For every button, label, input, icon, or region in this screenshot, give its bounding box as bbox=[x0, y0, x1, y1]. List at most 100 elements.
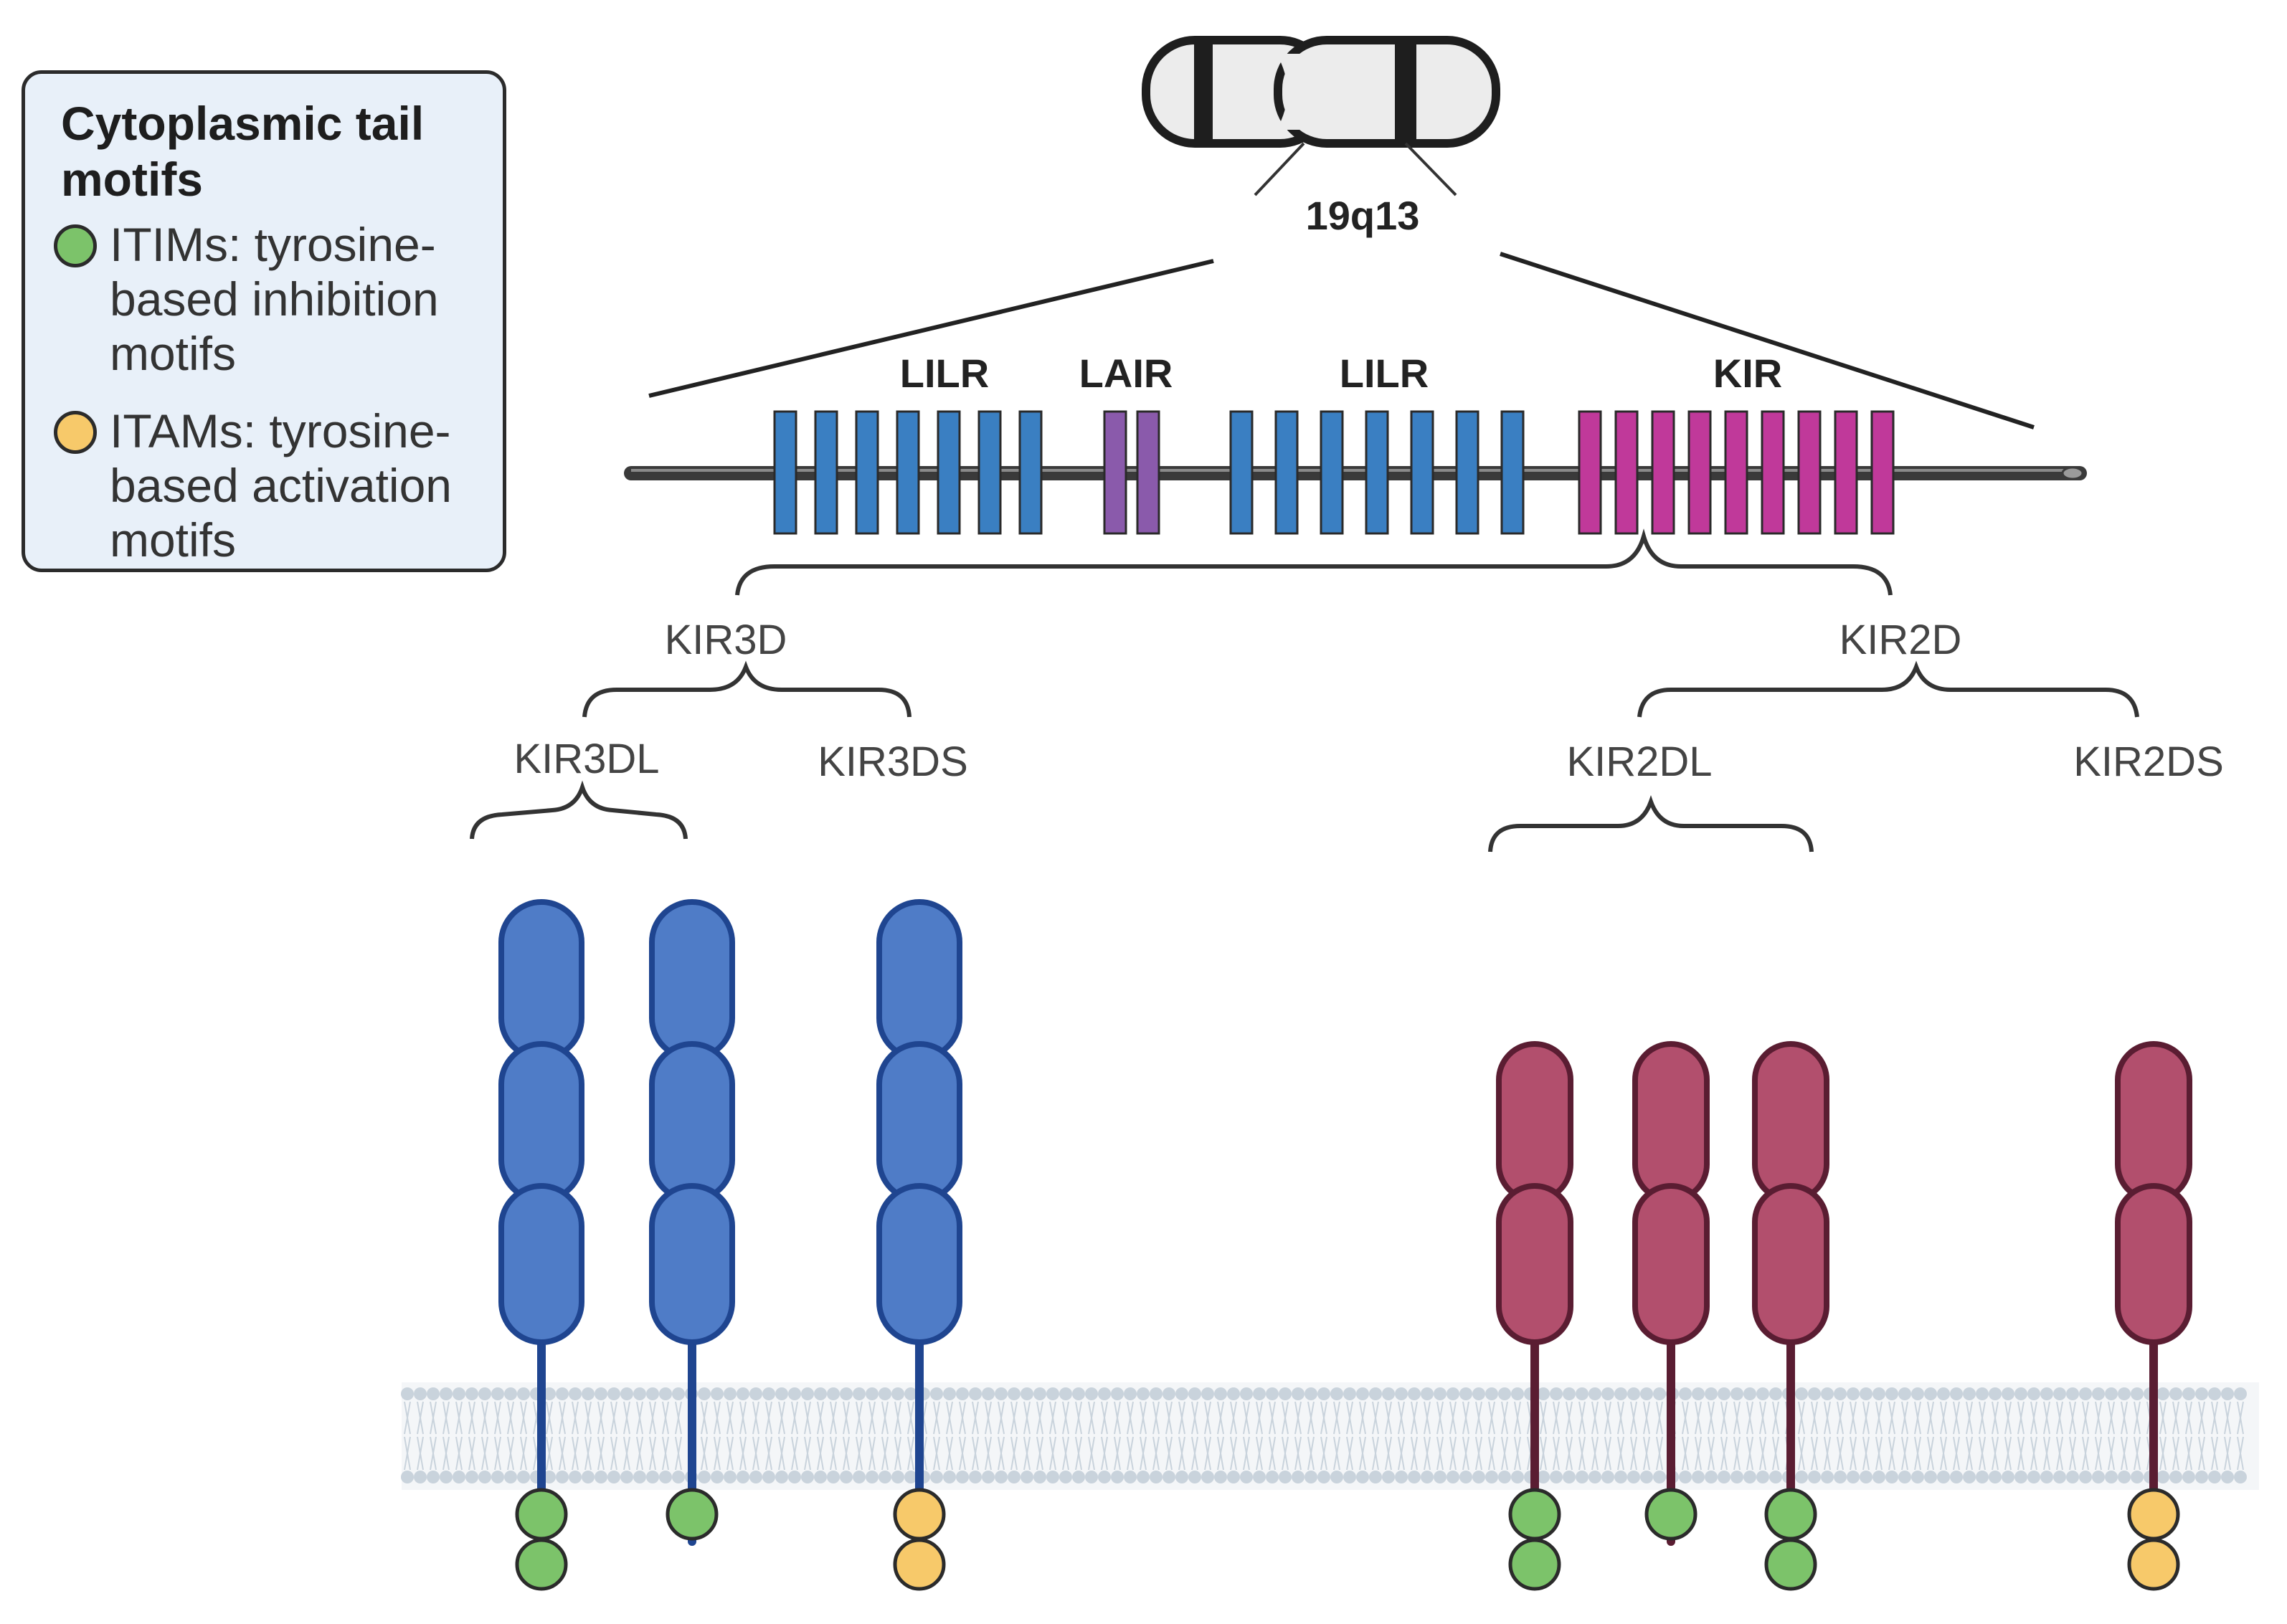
lipid-head-top bbox=[659, 1387, 672, 1400]
lipid-head-bottom bbox=[1434, 1471, 1446, 1483]
lipid-head-bottom bbox=[1292, 1471, 1305, 1483]
lipid-tail-top bbox=[1230, 1401, 1237, 1435]
lipid-tail-top bbox=[881, 1401, 889, 1435]
lipid-head-bottom bbox=[2092, 1471, 2105, 1483]
lipid-tail-bottom bbox=[1178, 1436, 1185, 1471]
lipid-tail-bottom bbox=[2004, 1436, 2012, 1471]
legend-title: Cytoplasmic tail motifs bbox=[61, 97, 425, 206]
brace-kir3d bbox=[582, 660, 912, 718]
ig-domain bbox=[1632, 1041, 1710, 1203]
lipid-tail-bottom bbox=[1488, 1436, 1495, 1471]
lipid-head-bottom bbox=[1253, 1471, 1266, 1483]
lipid-tail-bottom bbox=[2108, 1436, 2115, 1471]
lipid-head-top bbox=[724, 1387, 737, 1400]
lipid-head-top bbox=[569, 1387, 582, 1400]
lipid-head-bottom bbox=[995, 1471, 1008, 1483]
lipid-tail-bottom bbox=[752, 1436, 759, 1471]
lipid-tail-bottom bbox=[675, 1436, 682, 1471]
lipid-tail-bottom bbox=[2056, 1436, 2063, 1471]
lipid-head-bottom bbox=[2040, 1471, 2053, 1483]
lipid-tail-top bbox=[1578, 1401, 1586, 1435]
lipid-tail-bottom bbox=[881, 1436, 889, 1471]
lipid-head-top bbox=[1563, 1387, 1576, 1400]
lipid-tail-top bbox=[1927, 1401, 1934, 1435]
lipid-head-top bbox=[1033, 1387, 1046, 1400]
lipid-head-top bbox=[620, 1387, 633, 1400]
lipid-tail-bottom bbox=[1346, 1436, 1353, 1471]
lipid-tail-bottom bbox=[520, 1436, 527, 1471]
lipid-head-top bbox=[1614, 1387, 1627, 1400]
lipid-head-top bbox=[1550, 1387, 1563, 1400]
lipid-tail-top bbox=[1204, 1401, 1211, 1435]
gene-bar-kir-8 bbox=[1834, 410, 1858, 535]
lipid-tail-bottom bbox=[1152, 1436, 1160, 1471]
ig-domain bbox=[1752, 1183, 1829, 1345]
itim-motif-icon bbox=[1764, 1538, 1817, 1591]
itim-motif-icon bbox=[1508, 1538, 1561, 1591]
ig-domain bbox=[2115, 1041, 2192, 1203]
lipid-tail-top bbox=[2056, 1401, 2063, 1435]
lipid-head-top bbox=[711, 1387, 724, 1400]
lipid-head-bottom bbox=[1485, 1471, 1498, 1483]
lipid-head-bottom bbox=[2195, 1471, 2208, 1483]
lipid-head-bottom bbox=[1175, 1471, 1188, 1483]
lipid-tail-top bbox=[468, 1401, 475, 1435]
lipid-head-bottom bbox=[1563, 1471, 1576, 1483]
lipid-head-bottom bbox=[879, 1471, 891, 1483]
lipid-tail-top bbox=[597, 1401, 605, 1435]
lipid-tail-top bbox=[1101, 1401, 1108, 1435]
lipid-tail-top bbox=[778, 1401, 785, 1435]
lipid-head-bottom bbox=[414, 1471, 427, 1483]
lipid-head-top bbox=[491, 1387, 504, 1400]
lipid-head-bottom bbox=[659, 1471, 672, 1483]
lipid-tail-bottom bbox=[1914, 1436, 1921, 1471]
receptor-kir2ds-7 bbox=[2115, 1041, 2192, 1591]
gene-group-label-lilr-2: LILR bbox=[1340, 351, 1429, 396]
lipid-tail-top bbox=[2069, 1401, 2076, 1435]
lipid-head-top bbox=[2221, 1387, 2234, 1400]
lipid-tail-bottom bbox=[778, 1436, 785, 1471]
lipid-head-bottom bbox=[1705, 1471, 1718, 1483]
lipid-tail-bottom bbox=[1101, 1436, 1108, 1471]
lipid-head-top bbox=[465, 1387, 478, 1400]
lipid-tail-top bbox=[2159, 1401, 2167, 1435]
lipid-head-bottom bbox=[943, 1471, 956, 1483]
lipid-head-bottom bbox=[440, 1471, 453, 1483]
lipid-head-top bbox=[737, 1387, 749, 1400]
lipid-tail-top bbox=[559, 1401, 566, 1435]
lipid-tail-bottom bbox=[1708, 1436, 1715, 1471]
lipid-tail-bottom bbox=[2159, 1436, 2167, 1471]
lipid-tail-top bbox=[1940, 1401, 1947, 1435]
lipid-head-top bbox=[427, 1387, 440, 1400]
lipid-tail-bottom bbox=[959, 1436, 966, 1471]
lipid-head-top bbox=[1408, 1387, 1421, 1400]
lipid-tail-bottom bbox=[1553, 1436, 1560, 1471]
lipid-head-top bbox=[904, 1387, 917, 1400]
lipid-head-top bbox=[1266, 1387, 1279, 1400]
lipid-head-bottom bbox=[1679, 1471, 1692, 1483]
chromosome-icon bbox=[1142, 36, 1500, 148]
lipid-tail-top bbox=[1256, 1401, 1263, 1435]
lipid-head-bottom bbox=[762, 1471, 775, 1483]
lipid-tail-bottom bbox=[1320, 1436, 1327, 1471]
lipid-head-top bbox=[2105, 1387, 2118, 1400]
lipid-tail-bottom bbox=[442, 1436, 450, 1471]
lipid-head-top bbox=[2079, 1387, 2092, 1400]
lipid-head-bottom bbox=[1188, 1471, 1201, 1483]
lipid-head-top bbox=[1498, 1387, 1511, 1400]
lipid-head-bottom bbox=[1227, 1471, 1240, 1483]
lipid-head-bottom bbox=[1201, 1471, 1214, 1483]
lipid-tail-top bbox=[726, 1401, 734, 1435]
itam-motif-icon bbox=[893, 1538, 946, 1591]
lipid-head-bottom bbox=[1898, 1471, 1911, 1483]
lipid-tail-bottom bbox=[1591, 1436, 1599, 1471]
lipid-head-bottom bbox=[1795, 1471, 1808, 1483]
lipid-head-top bbox=[1730, 1387, 1743, 1400]
lipid-head-top bbox=[1227, 1387, 1240, 1400]
lipid-head-bottom bbox=[969, 1471, 982, 1483]
lipid-tail-bottom bbox=[2198, 1436, 2205, 1471]
lipid-tail-bottom bbox=[1927, 1436, 1934, 1471]
lipid-head-top bbox=[1434, 1387, 1446, 1400]
itim-motif-icon bbox=[666, 1488, 719, 1541]
gene-bar-kir-5 bbox=[1724, 410, 1748, 535]
